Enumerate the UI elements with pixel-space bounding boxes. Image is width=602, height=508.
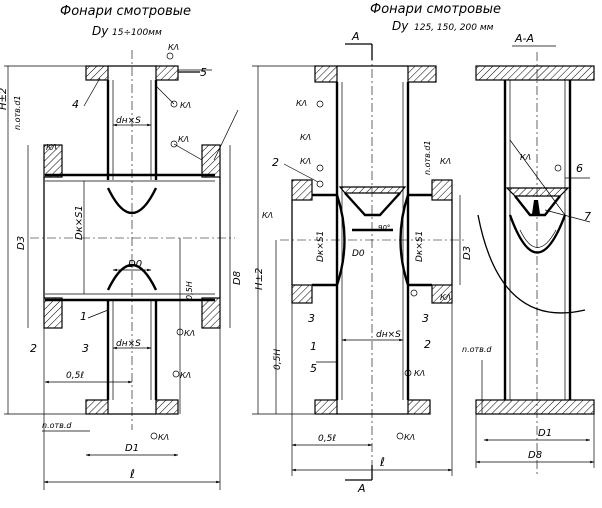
middle-weld-7: КΛ <box>414 369 425 378</box>
left-dim-half-H: 0,5H <box>185 281 194 300</box>
middle-top-flange-left <box>314 65 338 83</box>
right-sight-glass <box>505 187 570 197</box>
left-dim-n-otv-d1: n.отв.d1 <box>13 95 22 130</box>
left-title: Фонари смотровые <box>60 4 191 19</box>
middle-right-window-flange-top <box>431 179 453 201</box>
left-end-flange-bottom <box>43 297 63 329</box>
middle-dim-half-H: 0,5H <box>273 349 283 370</box>
left-weld-4: КΛ <box>184 329 195 338</box>
left-dim-D3: D3 <box>16 236 27 250</box>
middle-view: Фонари смотровые Dy 125, 150, 200 мм A A <box>252 2 501 495</box>
right-bottom-flange <box>475 399 595 415</box>
left-dim-H: H±2 <box>0 88 9 110</box>
left-bottom-saddle-curve <box>106 263 158 291</box>
left-dim-Dk-S1: Dк×S1 <box>74 205 85 240</box>
right-end-flange-bottom <box>201 297 221 329</box>
right-pos-7: 7 <box>584 210 591 223</box>
middle-section-mark-bottom: A <box>357 482 366 495</box>
middle-section-mark-top: A <box>351 30 360 43</box>
middle-dim-n-otv-d1: n.отв.d1 <box>423 140 432 175</box>
middle-bottom-flange-left <box>314 399 338 415</box>
left-pos-5: 5 <box>200 66 207 79</box>
left-dim-half-l: 0,5ℓ <box>66 371 84 381</box>
middle-sight-glass-top <box>338 186 407 194</box>
left-pos-3: 3 <box>82 342 89 355</box>
left-top-saddle-curve <box>106 187 158 215</box>
left-top-flange-left <box>85 65 109 81</box>
right-view: А-А n.отв.d D1 D8 КΛ 6 <box>462 32 595 475</box>
middle-weld-2: КΛ <box>300 133 311 142</box>
middle-dim-D0: D0 <box>352 249 365 259</box>
left-top-flange-right <box>155 65 179 81</box>
middle-dim-dn-s: dн×S <box>376 330 401 340</box>
middle-size-prefix: Dy <box>392 19 409 33</box>
middle-size-range: 125, 150, 200 мм <box>414 23 494 33</box>
left-view: Фонари смотровые Dy 15÷100мм <box>0 4 243 490</box>
right-end-flange-top <box>201 144 221 178</box>
middle-pos-2-right: 2 <box>424 338 431 351</box>
middle-left-window-flange-bottom <box>291 284 313 304</box>
middle-pos-1: 1 <box>310 340 317 353</box>
left-weld-3: КΛ <box>178 135 189 144</box>
middle-dim-l: ℓ <box>379 455 385 469</box>
middle-bottom-flange-right <box>407 399 431 415</box>
right-pos-6: 6 <box>576 162 583 175</box>
middle-dim-Dk-S1-right: Dк×S1 <box>415 231 425 262</box>
left-pos-4: 4 <box>72 98 79 111</box>
middle-pos-5: 5 <box>310 362 317 375</box>
middle-weld-1: КΛ <box>296 99 307 108</box>
right-dim-n-otv-d: n.отв.d <box>462 345 492 354</box>
left-bottom-flange-right <box>155 399 179 415</box>
middle-dim-D3: D3 <box>462 246 473 260</box>
middle-pos-3-left: 3 <box>308 312 315 325</box>
left-dim-dn-s-bottom: dн×S <box>116 339 141 349</box>
middle-dim-angle: 90° <box>378 224 390 232</box>
middle-weld-3: КΛ <box>300 157 311 166</box>
left-size-range: 15÷100мм <box>112 28 162 38</box>
middle-weld-8: КΛ <box>404 433 415 442</box>
middle-right-window-flange-bottom <box>431 284 453 304</box>
middle-weld-5: КΛ <box>440 157 451 166</box>
left-dim-n-otv-d: n.отв.d <box>42 421 72 430</box>
right-dim-D8: D8 <box>528 450 542 461</box>
right-top-flange <box>475 65 595 81</box>
left-weld-1: КΛ <box>168 43 179 52</box>
middle-dim-half-l: 0,5ℓ <box>318 434 336 444</box>
left-pos-2: 2 <box>30 342 37 355</box>
left-dim-D8: D8 <box>232 271 243 285</box>
left-dim-D1: D1 <box>125 443 139 454</box>
left-size-prefix: Dy <box>92 24 109 38</box>
left-pos-1: 1 <box>80 310 87 323</box>
right-title: А-А <box>514 32 534 45</box>
middle-dim-Dk-S1-left: Dк×S1 <box>316 231 326 262</box>
middle-dim-H: H±2 <box>254 268 265 290</box>
middle-top-flange-right <box>407 65 437 83</box>
middle-title: Фонари смотровые <box>370 2 501 17</box>
middle-pos-2: 2 <box>272 156 279 169</box>
left-bottom-flange-left <box>85 399 109 415</box>
left-weld-7: КΛ <box>46 143 57 152</box>
middle-weld-4: КΛ <box>262 211 273 220</box>
left-weld-2: КΛ <box>180 101 191 110</box>
right-dim-D1: D1 <box>538 428 552 439</box>
left-end-flange-top <box>43 144 63 178</box>
left-weld-5: КΛ <box>180 371 191 380</box>
left-dim-dn-s-top: dн×S <box>116 116 141 126</box>
left-weld-6: КΛ <box>158 433 169 442</box>
middle-weld-6: КΛ <box>440 293 451 302</box>
middle-left-window-flange-top <box>291 179 313 201</box>
right-weld: КΛ <box>520 153 531 162</box>
left-dim-l: ℓ <box>129 467 135 481</box>
left-dim-D0: D0 <box>128 259 142 270</box>
middle-pos-3-right: 3 <box>422 312 429 325</box>
